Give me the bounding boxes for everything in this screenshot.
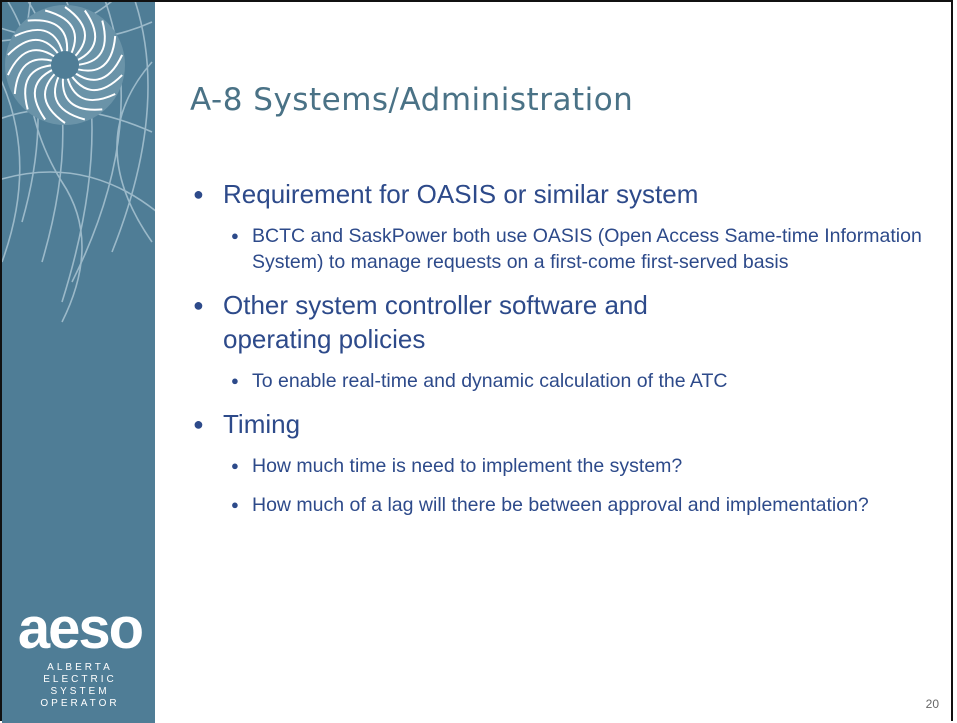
bullet-oasis-requirement: Requirement for OASIS or similar system: [193, 177, 933, 211]
bullet-controller-software: Other system controller software and ope…: [193, 288, 743, 356]
bullet-list: Requirement for OASIS or similar system …: [193, 177, 933, 531]
logo-line-operator: OPERATOR: [40, 698, 120, 709]
sub-bullet-atc-calculation: To enable real-time and dynamic calculat…: [231, 368, 932, 394]
logo-swirl-icon: [5, 5, 125, 125]
sidebar-panel: aeso ALBERTA ELECTRIC SYSTEM OPERATOR: [2, 2, 155, 723]
bullet-timing: Timing: [193, 407, 933, 441]
sub-bullet-approval-lag: How much of a lag will there be between …: [231, 492, 932, 518]
logo-wordmark: aeso: [17, 596, 144, 661]
logo-line-system: SYSTEM: [50, 686, 110, 697]
sub-bullet-implementation-time: How much time is need to implement the s…: [231, 453, 932, 479]
logo-line-electric: ELECTRIC: [43, 674, 117, 685]
sub-bullet-oasis-usage: BCTC and SaskPower both use OASIS (Open …: [231, 223, 932, 275]
logo-line-alberta: ALBERTA: [47, 662, 113, 673]
slide-title: A-8 Systems/Administration: [190, 82, 634, 118]
page-number: 20: [925, 697, 939, 711]
